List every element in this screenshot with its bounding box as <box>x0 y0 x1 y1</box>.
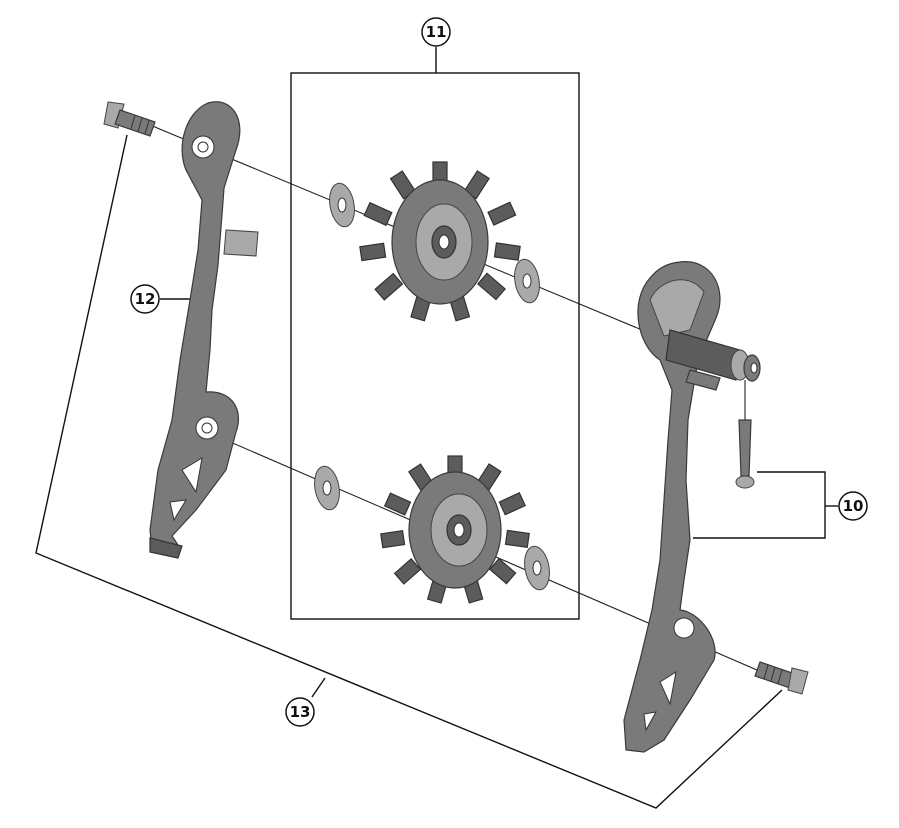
right-bolt <box>754 661 809 695</box>
inner-plate-12 <box>149 101 259 559</box>
callout-12-label: 12 <box>135 290 156 308</box>
callout-13: 13 <box>285 697 315 727</box>
lower-pulley <box>380 455 530 604</box>
outer-plate <box>623 261 721 753</box>
callout-12: 12 <box>130 284 160 314</box>
left-bolt <box>103 101 156 137</box>
small-screw-10 <box>735 419 755 489</box>
lower-left-washer <box>314 465 340 511</box>
callout-10: 10 <box>838 491 868 521</box>
upper-left-washer <box>329 182 355 228</box>
callout-13-label: 13 <box>290 703 311 721</box>
upper-pulley <box>359 161 521 322</box>
lower-right-washer <box>524 545 550 591</box>
pulley-set-11-box <box>290 47 580 620</box>
bolt-set-10-bracket <box>693 471 838 539</box>
upper-right-washer <box>514 258 540 304</box>
assembly-13-bracket <box>35 134 783 809</box>
callout-11: 11 <box>421 17 451 47</box>
pivot-axle <box>665 329 761 391</box>
callout-10-label: 10 <box>843 497 864 515</box>
callout-11-label: 11 <box>426 23 447 41</box>
